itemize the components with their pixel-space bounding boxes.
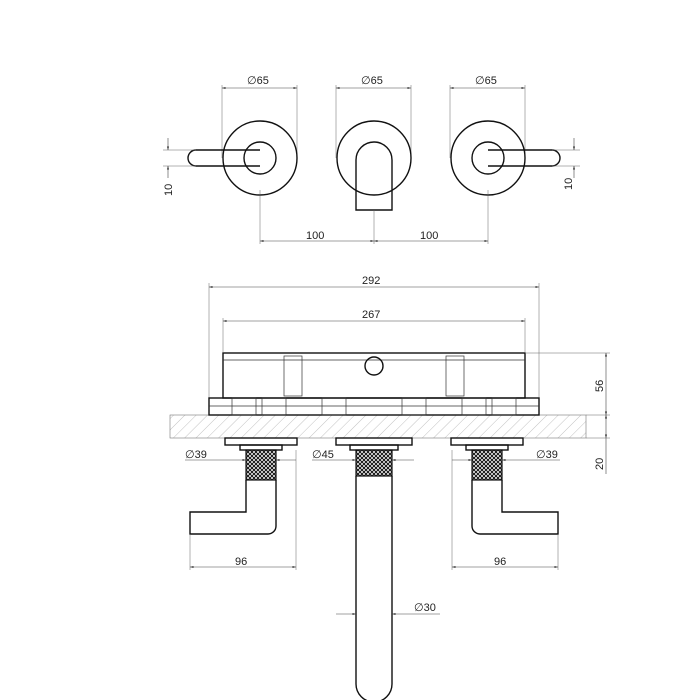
dim-total-width: 292 — [362, 275, 380, 287]
dim-lever-left: 96 — [235, 556, 247, 568]
dim-offset-left: 10 — [163, 184, 175, 196]
dim-left-rosette: ∅65 — [247, 75, 269, 87]
offset-dim-left: 10 — [163, 138, 196, 196]
spout-front: ∅65 — [335, 75, 412, 211]
dim-right-base: ∅39 — [536, 449, 558, 461]
dim-spout-diameter: ∅30 — [414, 602, 436, 614]
left-handle-side: 96 ∅39 — [185, 437, 298, 570]
left-handle-front: ∅65 — [187, 75, 298, 196]
offset-dim-right: 10 — [552, 138, 580, 190]
top-view: ∅65 ∅65 ∅65 — [163, 75, 580, 244]
right-handle-side: 96 ∅39 — [450, 437, 560, 570]
right-handle-front: ∅65 — [449, 75, 561, 196]
dim-right-rosette: ∅65 — [475, 75, 497, 87]
spacing-dims: 100 100 — [259, 190, 489, 244]
dim-lever-right: 96 — [494, 556, 506, 568]
wall-section — [169, 414, 587, 439]
dim-spout-base: ∅45 — [312, 449, 334, 461]
spout-side: ∅45 ∅30 — [312, 437, 440, 700]
dim-box-height: 56 — [594, 380, 606, 392]
dim-offset-right: 10 — [563, 178, 575, 190]
concealed-body — [208, 352, 540, 416]
dim-spout-rosette: ∅65 — [361, 75, 383, 87]
dim-box-width: 267 — [362, 309, 380, 321]
height-dims: 56 20 — [525, 352, 610, 474]
dim-left-base: ∅39 — [185, 449, 207, 461]
dim-wall-depth: 20 — [594, 458, 606, 470]
dim-spacing-right: 100 — [420, 230, 438, 242]
dim-spacing-left: 100 — [306, 230, 324, 242]
section-view: 292 267 — [169, 275, 610, 700]
